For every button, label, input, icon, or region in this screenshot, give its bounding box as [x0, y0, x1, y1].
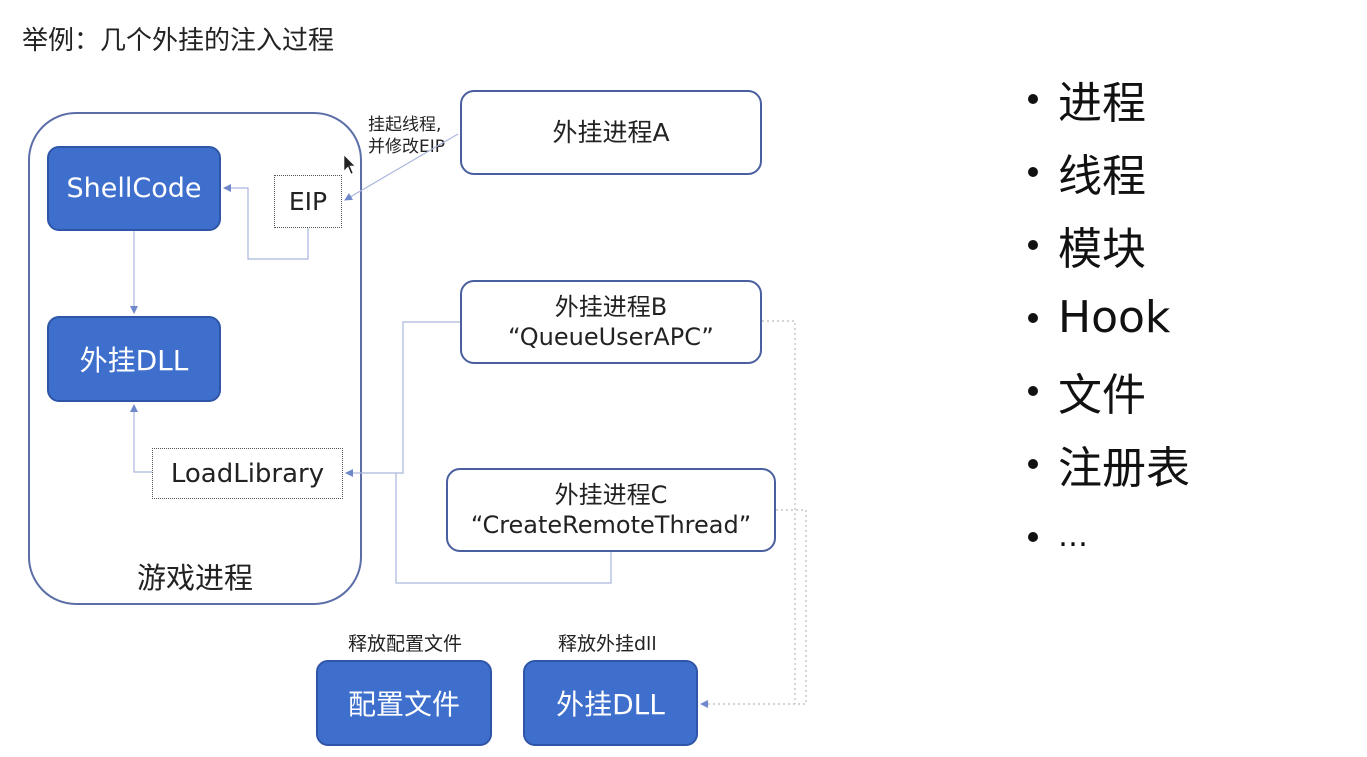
bullet-dot-icon: [1028, 166, 1038, 177]
bullet-dot-icon: [1028, 93, 1038, 104]
release-dll-caption: 释放外挂dll: [558, 633, 657, 655]
released-dll-box: 外挂DLL: [523, 660, 698, 746]
process-c-label: 外挂进程C: [554, 481, 668, 509]
process-b-label: 外挂进程B: [554, 293, 668, 321]
note-line-2: 并修改EIP: [368, 137, 446, 158]
game-process-label: 游戏进程: [136, 561, 253, 595]
bullet-dot-icon: [1028, 531, 1038, 542]
game-dll-box: 外挂DLL: [47, 316, 221, 402]
bullet-dot-icon: [1028, 239, 1038, 250]
config-file-box: 配置文件: [316, 660, 492, 746]
process-b-api: “QueueUserAPC”: [508, 323, 714, 351]
bullet-item: 模块: [1028, 208, 1190, 281]
bullet-dot-icon: [1028, 458, 1038, 469]
eip-box: EIP: [274, 175, 342, 228]
topic-bullet-list: 进程 线程 模块 Hook 文件 注册表 …: [1028, 62, 1190, 573]
process-c-box: 外挂进程C “CreateRemoteThread”: [446, 468, 776, 552]
bullet-item: 线程: [1028, 135, 1190, 208]
process-b-to-released-dll-dotted: [762, 320, 796, 704]
process-c-to-loadlibrary-line: [395, 473, 612, 584]
process-c-api: “CreateRemoteThread”: [470, 511, 752, 539]
process-c-to-released-dll-dotted: [700, 509, 807, 708]
bullet-item: …: [1028, 500, 1190, 573]
bullet-dot-icon: [1028, 312, 1038, 323]
suspend-thread-note: 挂起线程, 并修改EIP: [368, 114, 445, 158]
process-b-to-loadlibrary-arrow: [345, 321, 460, 477]
page-title: 举例：几个外挂的注入过程: [22, 26, 335, 56]
process-a-label: 外挂进程A: [552, 117, 670, 147]
bullet-item: Hook: [1028, 281, 1190, 354]
bullet-item: 注册表: [1028, 427, 1190, 500]
release-config-caption: 释放配置文件: [348, 633, 463, 655]
loadlibrary-to-dll-arrow: [130, 404, 152, 473]
bullet-item: 进程: [1028, 62, 1190, 135]
process-b-box: 外挂进程B “QueueUserAPC”: [460, 280, 762, 364]
loadlibrary-box: LoadLibrary: [152, 448, 343, 499]
bullet-dot-icon: [1028, 385, 1038, 396]
eip-to-shellcode-arrow: [223, 184, 309, 260]
process-a-to-eip-arrow: [344, 133, 459, 201]
process-a-box: 外挂进程A: [460, 90, 762, 175]
shellcode-box: ShellCode: [47, 146, 221, 231]
note-line-1: 挂起线程,: [368, 115, 442, 135]
mouse-cursor-icon: [343, 154, 356, 175]
bullet-item: 文件: [1028, 354, 1190, 427]
